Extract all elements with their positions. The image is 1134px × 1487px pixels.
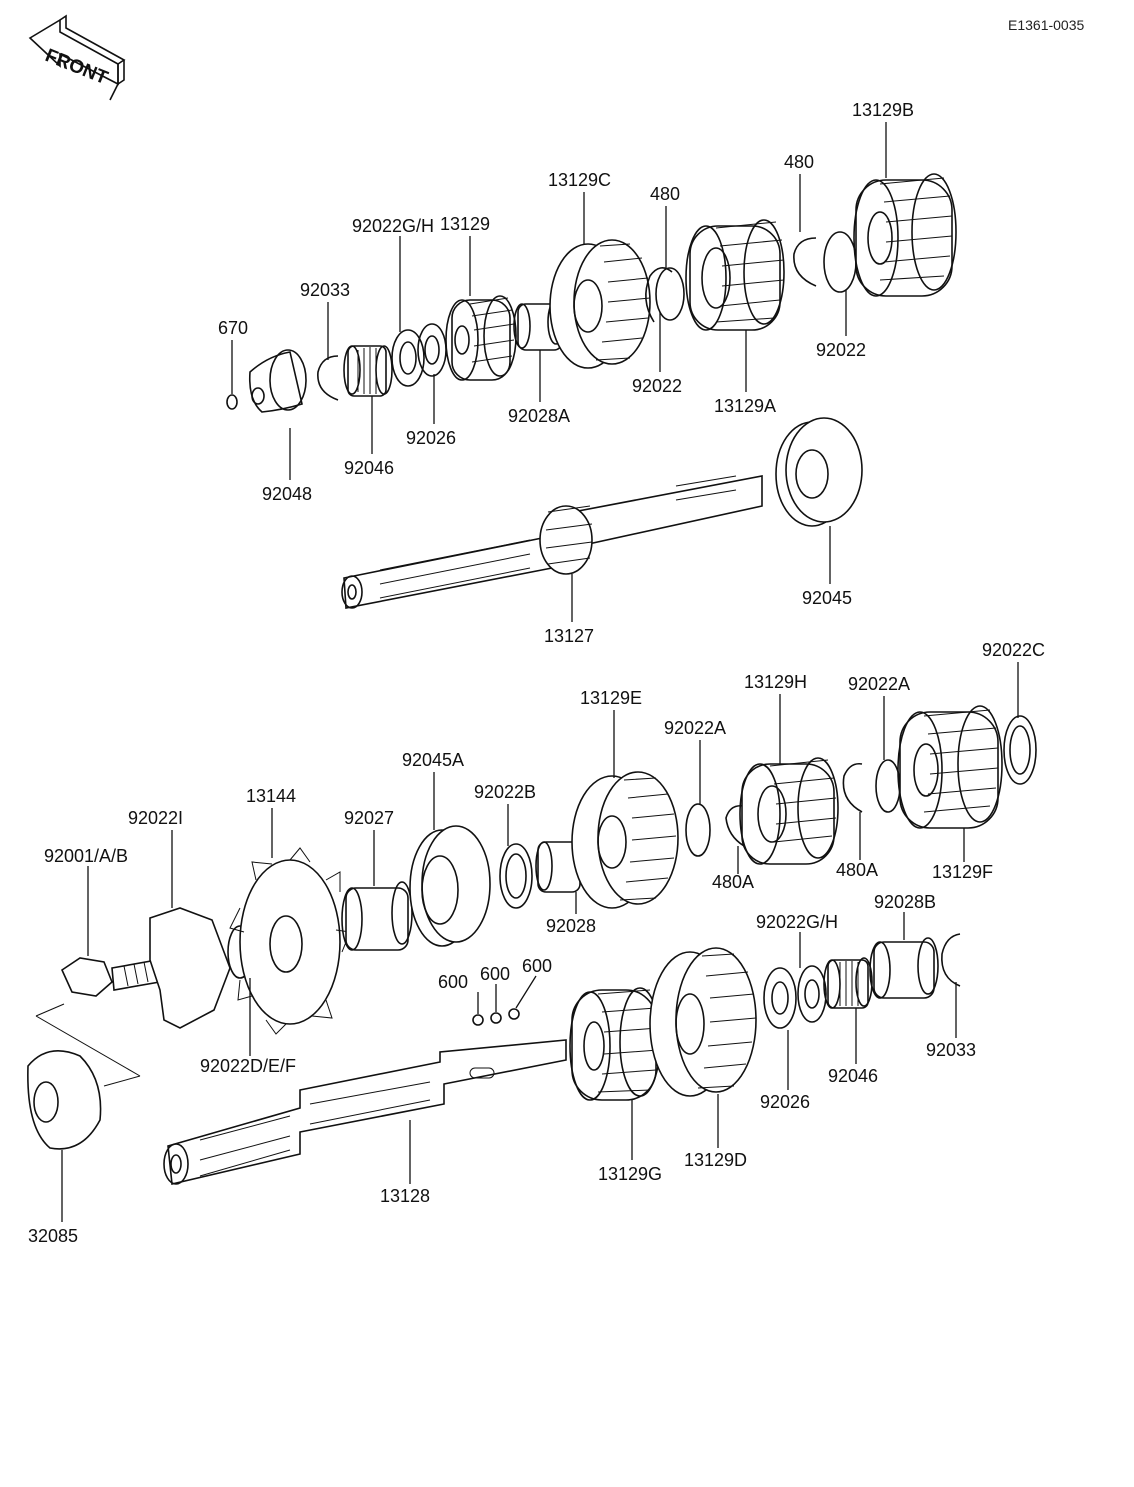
label-670: 670 bbox=[218, 318, 248, 338]
part-13128-shaft bbox=[163, 1039, 567, 1185]
part-13129-gear bbox=[445, 295, 517, 381]
part-480a-ring-right bbox=[842, 762, 863, 813]
part-13129g-gear bbox=[569, 987, 661, 1101]
label-92027: 92027 bbox=[344, 808, 394, 828]
part-480-ring-right bbox=[793, 237, 817, 287]
label-480-a: 480 bbox=[650, 184, 680, 204]
label-92022i: 92022I bbox=[128, 808, 183, 828]
label-13129c: 13129C bbox=[548, 170, 611, 190]
label-92033-bottom: 92033 bbox=[926, 1040, 976, 1060]
part-600-ball-1 bbox=[472, 1014, 484, 1026]
part-13129e-gear bbox=[571, 771, 679, 909]
part-13129f-gear bbox=[897, 705, 1003, 829]
part-92046-needle-bearing-bottom bbox=[823, 957, 873, 1009]
label-13129d: 13129D bbox=[684, 1150, 747, 1170]
label-92028a: 92028A bbox=[508, 406, 570, 426]
part-92045-bearing bbox=[775, 417, 863, 527]
label-92046-bottom: 92046 bbox=[828, 1066, 878, 1086]
part-480a-ring-left bbox=[725, 804, 745, 847]
label-92026-top: 92026 bbox=[406, 428, 456, 448]
part-13127-shaft bbox=[341, 475, 763, 609]
label-13129b: 13129B bbox=[852, 100, 914, 120]
label-92026-bottom: 92026 bbox=[760, 1092, 810, 1112]
label-92045a: 92045A bbox=[402, 750, 464, 770]
part-92033-circlip bbox=[317, 355, 339, 401]
part-32085-cover bbox=[27, 1050, 102, 1150]
part-92028b-sleeve bbox=[869, 937, 939, 999]
part-92026-washer-top bbox=[417, 323, 447, 377]
label-92048: 92048 bbox=[262, 484, 312, 504]
part-92027-collar bbox=[341, 881, 413, 951]
label-13129f: 13129F bbox=[932, 862, 993, 882]
label-600-c: 600 bbox=[522, 956, 552, 976]
part-13144-sprocket bbox=[229, 847, 351, 1035]
part-92022gh-washer-top bbox=[391, 329, 425, 387]
label-13128: 13128 bbox=[380, 1186, 430, 1206]
label-92022gh-top: 92022G/H bbox=[352, 216, 434, 236]
part-670-circlip bbox=[226, 394, 238, 410]
label-92022b: 92022B bbox=[474, 782, 536, 802]
label-480a-right: 480A bbox=[836, 860, 878, 880]
label-480-b: 480 bbox=[784, 152, 814, 172]
part-92045a-bearing bbox=[409, 825, 491, 947]
label-92022c: 92022C bbox=[982, 640, 1045, 660]
label-92022-mid: 92022 bbox=[632, 376, 682, 396]
label-92028b: 92028B bbox=[874, 892, 936, 912]
label-480a-left: 480A bbox=[712, 872, 754, 892]
part-480-ring-left bbox=[655, 267, 685, 321]
leader-lines bbox=[61, 122, 1019, 1222]
front-arrow-icon: FRONT bbox=[28, 14, 126, 101]
part-600-ball-2 bbox=[490, 1012, 502, 1024]
part-13129d-gear bbox=[649, 947, 757, 1097]
part-92022i-lock-plate bbox=[149, 907, 231, 1029]
label-32085: 32085 bbox=[28, 1226, 78, 1246]
label-92045: 92045 bbox=[802, 588, 852, 608]
part-92022c-washer bbox=[1003, 715, 1037, 785]
part-92046-needle-bearing bbox=[343, 345, 393, 397]
label-600-a: 600 bbox=[438, 972, 468, 992]
label-13127: 13127 bbox=[544, 626, 594, 646]
document-code: E1361-0035 bbox=[1008, 17, 1085, 33]
part-13129c-gear bbox=[549, 239, 651, 369]
label-13129: 13129 bbox=[440, 214, 490, 234]
label-92022a-right: 92022A bbox=[848, 674, 910, 694]
label-92046-top: 92046 bbox=[344, 458, 394, 478]
label-92022-right: 92022 bbox=[816, 340, 866, 360]
part-92022gh-washer-bottom bbox=[763, 967, 797, 1029]
part-92028-sleeve bbox=[535, 841, 581, 893]
part-92033-circlip-bottom bbox=[941, 933, 961, 987]
label-92028: 92028 bbox=[546, 916, 596, 936]
label-92022gh-bottom: 92022G/H bbox=[756, 912, 838, 932]
part-92022-circlip-mid bbox=[645, 267, 673, 323]
label-13129e: 13129E bbox=[580, 688, 642, 708]
part-92026-washer-bottom bbox=[797, 965, 827, 1023]
part-92022-circlip-right bbox=[823, 231, 857, 293]
cover-guide-line-2 bbox=[35, 1003, 65, 1017]
label-13129h: 13129H bbox=[744, 672, 807, 692]
part-92048-cap bbox=[248, 349, 307, 413]
part-92022a-circlip-right bbox=[875, 759, 901, 813]
part-13129a-gear bbox=[685, 219, 785, 331]
part-13129h-gear bbox=[739, 757, 839, 865]
cover-guide-line bbox=[35, 1015, 141, 1087]
part-13129b-gear bbox=[853, 173, 957, 297]
part-92022a-circlip-left bbox=[685, 803, 711, 857]
label-92022a-left: 92022A bbox=[664, 718, 726, 738]
label-92022def: 92022D/E/F bbox=[200, 1056, 296, 1076]
part-600-ball-3 bbox=[508, 1008, 520, 1020]
label-600-b: 600 bbox=[480, 964, 510, 984]
label-92033-top: 92033 bbox=[300, 280, 350, 300]
label-13129g: 13129G bbox=[598, 1164, 662, 1184]
label-13129a: 13129A bbox=[714, 396, 776, 416]
part-92022b-washer bbox=[499, 843, 533, 909]
label-13144: 13144 bbox=[246, 786, 296, 806]
label-92001ab: 92001/A/B bbox=[44, 846, 128, 866]
